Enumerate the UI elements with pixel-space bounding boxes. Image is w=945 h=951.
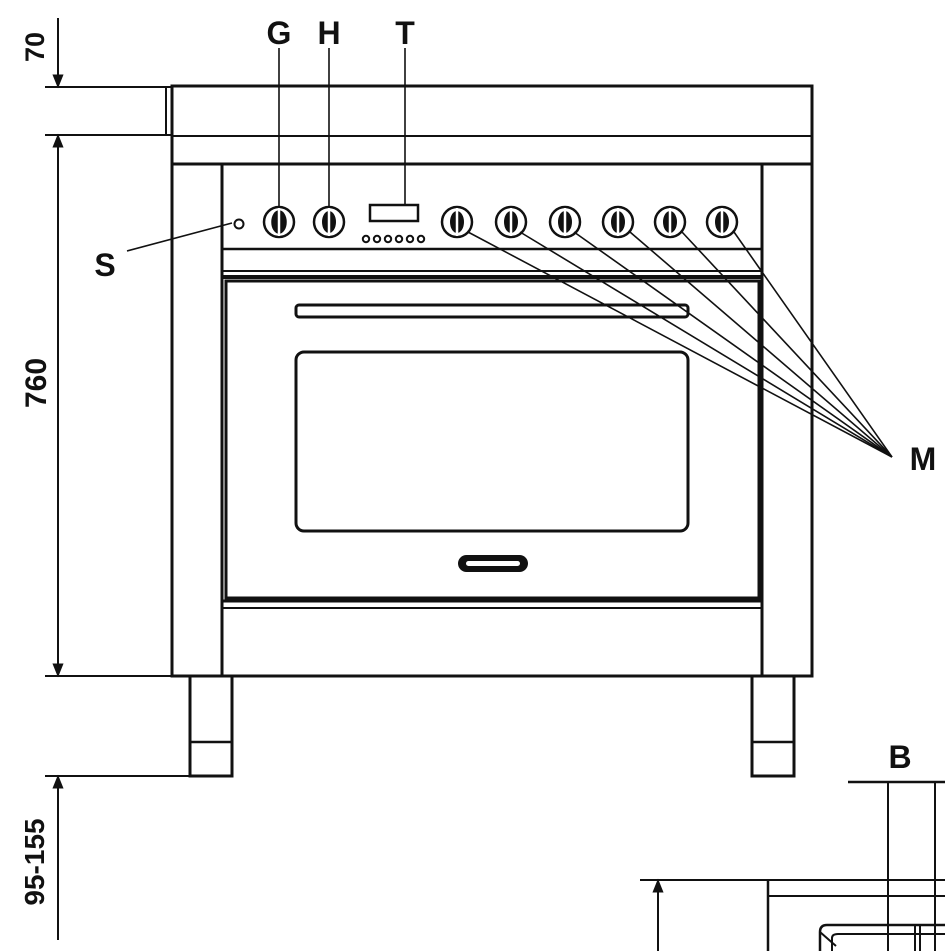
label-m: M bbox=[910, 441, 937, 477]
control-panel bbox=[222, 247, 762, 279]
top-plate bbox=[170, 84, 814, 166]
knob-m-5 bbox=[653, 205, 687, 239]
label-h: H bbox=[317, 15, 340, 51]
timer-display bbox=[368, 203, 420, 223]
label-b: B bbox=[888, 739, 911, 775]
knob-m-2 bbox=[494, 205, 528, 239]
door-handle[interactable] bbox=[294, 303, 690, 319]
dimension-lines bbox=[45, 18, 232, 940]
dim-height: 760 bbox=[20, 358, 53, 408]
burner-knobs[interactable] bbox=[440, 205, 739, 239]
door-window bbox=[294, 350, 690, 533]
right-foot bbox=[750, 674, 796, 778]
label-s: S bbox=[94, 247, 115, 283]
left-foot bbox=[188, 674, 234, 778]
indicator-light bbox=[233, 218, 245, 230]
knob-m-1 bbox=[440, 205, 474, 239]
knob-m-3 bbox=[548, 205, 582, 239]
knob-g[interactable] bbox=[262, 205, 296, 239]
knob-h[interactable] bbox=[312, 205, 346, 239]
knob-m-4 bbox=[601, 205, 635, 239]
knob-m-6 bbox=[705, 205, 739, 239]
dim-top-thickness: 70 bbox=[20, 32, 50, 62]
detail-view bbox=[640, 780, 945, 951]
timer-buttons[interactable] bbox=[361, 234, 426, 244]
label-g: G bbox=[267, 15, 292, 51]
callout-lines bbox=[126, 48, 893, 458]
dim-feet-height: 95-155 bbox=[19, 818, 50, 905]
oven-door bbox=[224, 279, 761, 600]
label-t: T bbox=[395, 15, 415, 51]
storage-drawer[interactable] bbox=[222, 599, 762, 609]
